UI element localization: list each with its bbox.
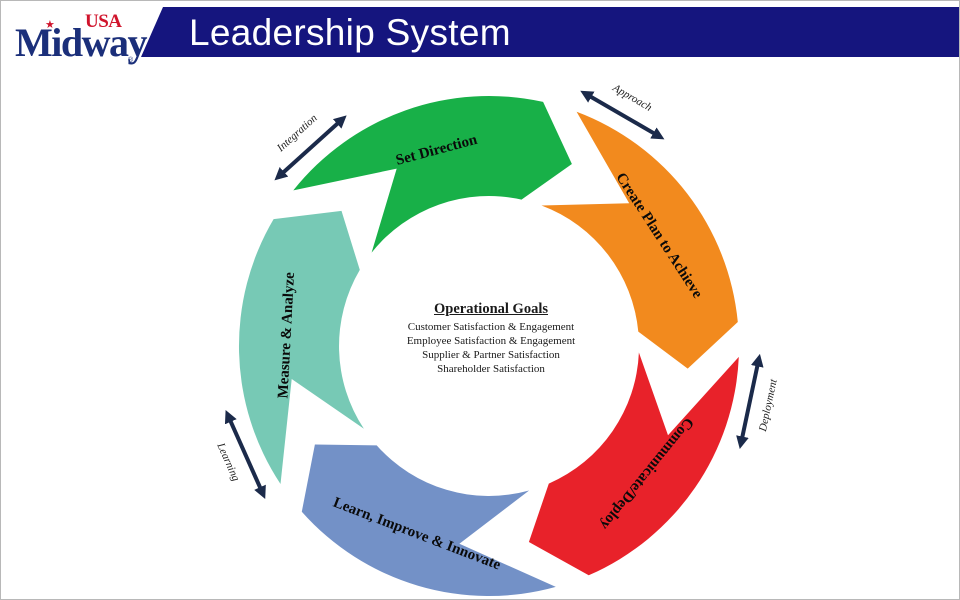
goal-item: Shareholder Satisfaction [437, 363, 545, 375]
connector-label-approach: Approach [610, 81, 655, 114]
header-band [141, 7, 959, 57]
goal-item: Supplier & Partner Satisfaction [422, 349, 560, 361]
segment-label-measure-analyze: Measure & Analyze [275, 272, 298, 399]
connector-arrow-deployment [736, 353, 764, 450]
title-band-shape [141, 7, 959, 57]
connector-arrow-learning [224, 410, 266, 499]
segment-measure-analyze [238, 210, 364, 484]
company-logo: USA Midway ★ ® [15, 11, 148, 67]
segment-communicate-deploy [528, 352, 739, 576]
connector-arrow-integration [274, 115, 347, 181]
segment-learn-improve-innovate [301, 444, 556, 596]
segment-create-plan-to-achieve [541, 111, 738, 369]
connector-label-integration: Integration [274, 112, 320, 155]
connector-arrow-approach [580, 90, 665, 140]
goal-item: Customer Satisfaction & Engagement [407, 321, 575, 333]
page-title: Leadership System [189, 12, 511, 53]
operational-goals: Operational Goals Customer Satisfaction … [361, 301, 621, 376]
logo-usa-text: USA [85, 11, 122, 32]
connector-label-deployment: Deployment [757, 377, 780, 433]
connector-label-learning: Learning [214, 440, 242, 483]
goal-item: Employee Satisfaction & Engagement [406, 335, 576, 347]
logo-registered-mark: ® [128, 57, 134, 64]
goals-title: Operational Goals [434, 301, 548, 317]
logo-star-icon: ★ [45, 19, 55, 31]
segment-set-direction [293, 95, 572, 253]
logo-main-text: Midway [15, 20, 148, 65]
